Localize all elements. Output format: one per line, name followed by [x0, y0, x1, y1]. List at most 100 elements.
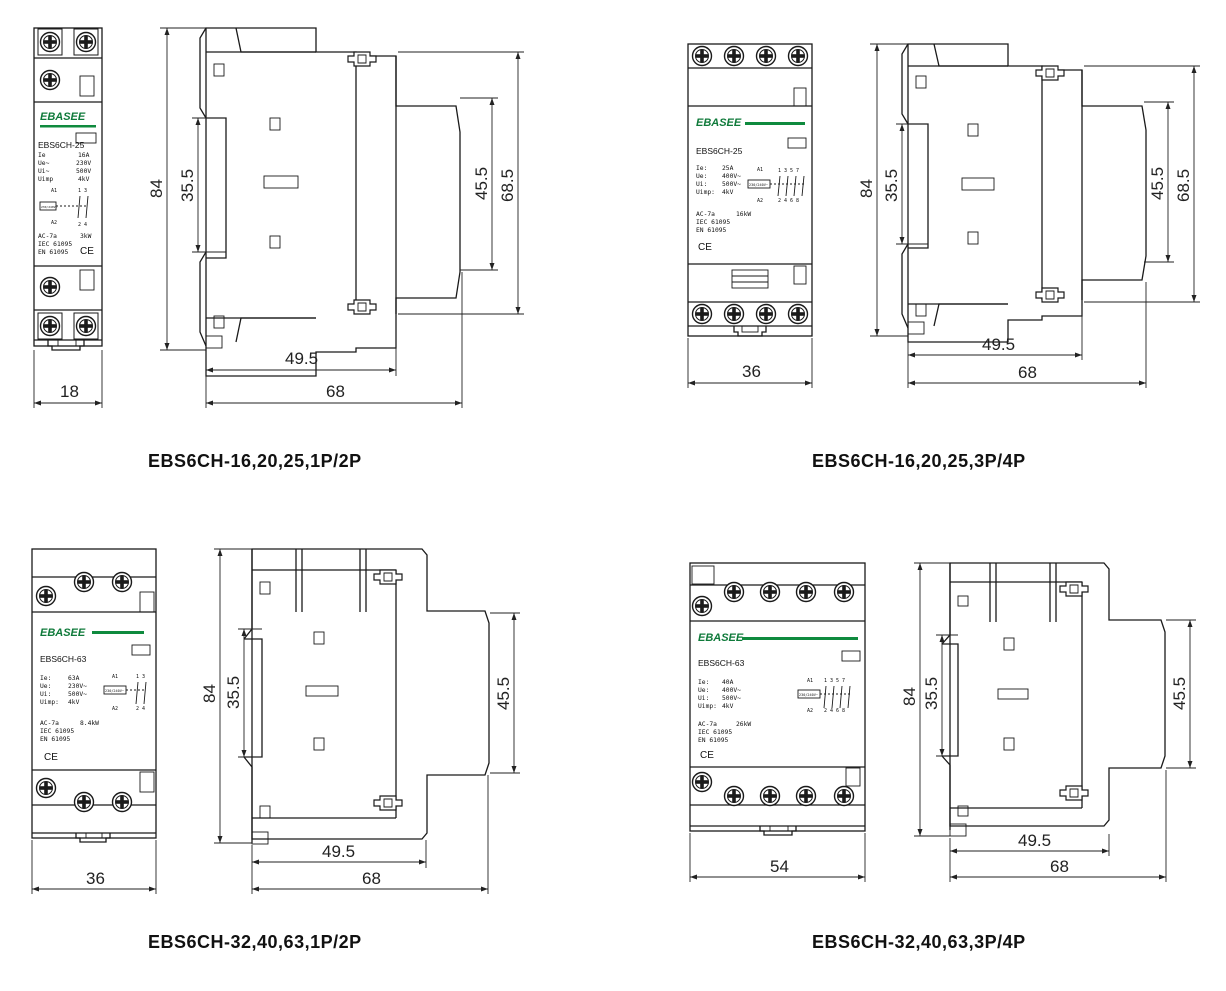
wiring-diagram: A1 230/240V~ A2 1 3 5 7 2 4 6 8 — [747, 167, 805, 204]
svg-text:49.5: 49.5 — [982, 335, 1015, 354]
svg-text:230/240V~: 230/240V~ — [41, 205, 57, 209]
svg-text:68: 68 — [326, 382, 345, 401]
svg-text:AC-7a: AC-7a — [696, 211, 715, 218]
ce-mark: CE — [44, 752, 58, 763]
panel-4: EBASEE EBS6CH-63 Ie: 40A Ue: 400V~ Ui: 5… — [689, 562, 1196, 952]
svg-text:A1: A1 — [112, 674, 118, 680]
caption-3: EBS6CH-32,40,63,1P/2P — [148, 932, 362, 952]
svg-text:IEC 61095: IEC 61095 — [40, 728, 74, 735]
dim-mid-4: 45.5 — [1166, 619, 1196, 769]
side-view-2 — [901, 43, 1147, 343]
spec-list: Ie 16A Ue~ 230V Ui~ 500V Uimp 4kV — [38, 152, 91, 183]
svg-text:1 3: 1 3 — [78, 188, 87, 194]
svg-text:EN 61095: EN 61095 — [40, 736, 71, 743]
svg-text:8.4kW: 8.4kW — [80, 720, 99, 727]
svg-text:EN 61095: EN 61095 — [696, 227, 727, 234]
dim-depth-b-4: 68 — [950, 770, 1167, 882]
side-view-3 — [243, 548, 490, 845]
dim-inner-1: 35.5 — [178, 117, 226, 253]
svg-text:2 4: 2 4 — [136, 706, 145, 712]
svg-text:68: 68 — [362, 869, 381, 888]
svg-text:A2: A2 — [807, 708, 813, 714]
dim-inner-4: 35.5 — [922, 634, 958, 757]
svg-text:Ui~: Ui~ — [38, 168, 50, 175]
svg-text:230V~: 230V~ — [68, 683, 87, 690]
svg-text:Ie:: Ie: — [696, 165, 707, 172]
dim-depth-b-3: 68 — [252, 775, 489, 894]
front-view-2: EBASEE EBS6CH-25 Ie: 25A Ue: 400V~ Ui: 5… — [687, 43, 813, 337]
front-view-3: EBASEE EBS6CH-63 Ie: 63A Ue: 230V~ Ui: 5… — [31, 548, 157, 843]
svg-text:230/240V~: 230/240V~ — [749, 183, 768, 187]
brand-logo: EBASEE — [696, 117, 742, 129]
svg-text:35.5: 35.5 — [178, 169, 197, 202]
dim-width-1: 18 — [33, 350, 103, 408]
svg-text:AC-7a: AC-7a — [698, 721, 717, 728]
svg-text:49.5: 49.5 — [322, 842, 355, 861]
spec-list: Ie: 25A Ue: 400V~ Ui: 500V~ Uimp: 4kV — [696, 165, 741, 196]
svg-text:EN 61095: EN 61095 — [38, 249, 69, 256]
svg-text:230/240V~: 230/240V~ — [799, 693, 818, 697]
svg-text:36: 36 — [86, 869, 105, 888]
svg-text:Ui:: Ui: — [696, 181, 707, 188]
svg-text:230V: 230V — [76, 160, 91, 167]
spec-list: Ie: 63A Ue: 230V~ Ui: 500V~ Uimp: 4kV — [40, 675, 87, 706]
svg-text:2 4 6 8: 2 4 6 8 — [824, 708, 845, 714]
model-label: EBS6CH-63 — [698, 658, 745, 668]
panel-2: EBASEE EBS6CH-25 Ie: 25A Ue: 400V~ Ui: 5… — [687, 43, 1200, 471]
svg-text:500V~: 500V~ — [722, 181, 741, 188]
svg-text:A1: A1 — [51, 188, 57, 194]
dim-depth-b-2: 68 — [908, 282, 1147, 388]
svg-text:35.5: 35.5 — [224, 676, 243, 709]
svg-text:2 4: 2 4 — [78, 222, 87, 228]
svg-text:84: 84 — [147, 179, 166, 198]
svg-text:1 3 5 7: 1 3 5 7 — [778, 168, 799, 174]
svg-text:Uimp: Uimp — [38, 176, 53, 183]
dim-depth-a-1: 49.5 — [205, 320, 397, 408]
svg-text:EN 61095: EN 61095 — [698, 737, 729, 744]
svg-text:49.5: 49.5 — [1018, 831, 1051, 850]
svg-text:500V~: 500V~ — [68, 691, 87, 698]
svg-text:68: 68 — [1018, 363, 1037, 382]
svg-text:84: 84 — [900, 687, 919, 706]
svg-text:Uimp:: Uimp: — [698, 703, 717, 710]
ce-mark: CE — [80, 246, 94, 257]
svg-text:400V~: 400V~ — [722, 687, 741, 694]
caption-4: EBS6CH-32,40,63,3P/4P — [812, 932, 1026, 952]
svg-text:18: 18 — [60, 382, 79, 401]
wiring-diagram: A1 230/240V~ A2 1 3 2 4 — [39, 188, 89, 228]
brand-logo: EBASEE — [698, 632, 744, 644]
ce-mark: CE — [698, 242, 712, 253]
dim-height-1: 84 — [147, 27, 206, 351]
svg-text:Ue:: Ue: — [696, 173, 707, 180]
dim-outer-2: 68.5 — [1084, 65, 1200, 303]
svg-text:A1: A1 — [757, 167, 763, 173]
svg-text:Ui:: Ui: — [698, 695, 709, 702]
svg-text:35.5: 35.5 — [922, 677, 941, 710]
svg-text:IEC 61095: IEC 61095 — [38, 241, 72, 248]
svg-text:49.5: 49.5 — [285, 349, 318, 368]
svg-text:2 4 6 8: 2 4 6 8 — [778, 198, 799, 204]
model-label: EBS6CH-63 — [40, 654, 87, 664]
svg-text:IEC 61095: IEC 61095 — [696, 219, 730, 226]
svg-text:45.5: 45.5 — [494, 677, 513, 710]
svg-text:IEC 61095: IEC 61095 — [698, 729, 732, 736]
model-label: EBS6CH-25 — [696, 146, 743, 156]
dim-height-4: 84 — [900, 562, 950, 837]
svg-text:AC-7a: AC-7a — [40, 720, 59, 727]
dim-width-3: 36 — [31, 840, 157, 894]
dim-depth-b-1: 68 — [206, 272, 463, 408]
svg-text:26kW: 26kW — [736, 721, 751, 728]
panel-3: EBASEE EBS6CH-63 Ie: 63A Ue: 230V~ Ui: 5… — [31, 548, 520, 952]
svg-text:68.5: 68.5 — [1174, 169, 1193, 202]
svg-text:Ie:: Ie: — [698, 679, 709, 686]
svg-text:Ue~: Ue~ — [38, 160, 50, 167]
svg-text:16kW: 16kW — [736, 211, 751, 218]
spec-list: Ie: 40A Ue: 400V~ Ui: 500V~ Uimp: 4kV — [698, 679, 741, 710]
svg-text:45.5: 45.5 — [1170, 677, 1189, 710]
svg-text:4kV: 4kV — [722, 189, 734, 196]
svg-text:A2: A2 — [112, 706, 118, 712]
svg-text:Ie: Ie — [38, 152, 46, 159]
svg-text:54: 54 — [770, 857, 789, 876]
svg-text:68.5: 68.5 — [498, 169, 517, 202]
front-view-4: EBASEE EBS6CH-63 Ie: 40A Ue: 400V~ Ui: 5… — [689, 562, 866, 836]
